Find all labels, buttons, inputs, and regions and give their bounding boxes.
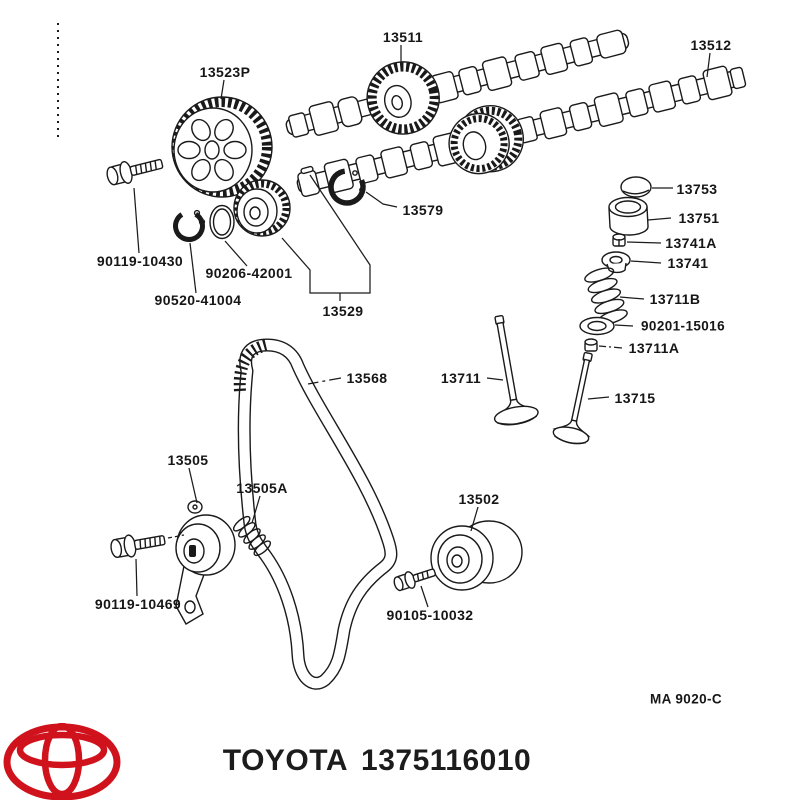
- tensioner-spring-drawing: [232, 515, 272, 557]
- footer-title: TOYOTA 1375116010: [223, 744, 531, 778]
- timing-belt-drawing: [233, 338, 398, 690]
- camshaft-no1-drawing: [285, 29, 630, 138]
- valve-spring-drawing: [584, 267, 628, 325]
- gear-o-ring-drawing: [209, 204, 235, 240]
- part-label-90105-10032: 90105-10032: [386, 607, 474, 623]
- brand-name: TOYOTA: [222, 744, 349, 777]
- part-label-13579: 13579: [402, 202, 444, 218]
- valve-lifter-drawing: [608, 196, 649, 236]
- gear-bolt-drawing: [106, 158, 164, 186]
- part-label-13711b: 13711B: [649, 291, 701, 307]
- idler-bolt-drawing: [393, 568, 436, 592]
- part-label-13711a: 13711A: [628, 340, 680, 356]
- part-label-90520-41004: 90520-41004: [154, 292, 242, 308]
- part-label-13741: 13741: [667, 255, 709, 271]
- logo-horizontal-oval: [16, 731, 108, 769]
- intake-valve-drawing: [493, 314, 539, 426]
- gear-pin-drawing: [300, 165, 314, 175]
- drawing-code-label: MA 9020-C: [649, 691, 723, 707]
- stem-seal-drawing: [584, 338, 598, 352]
- camshaft-sub-gear-drawing: [233, 165, 314, 237]
- camshaft-snap-ring-drawing: [328, 168, 366, 206]
- part-label-13715: 13715: [614, 390, 656, 406]
- toyota-logo: [3, 723, 121, 800]
- exhaust-valve-drawing: [552, 351, 593, 445]
- part-label-13753: 13753: [676, 181, 718, 197]
- leader-lines: [133, 45, 711, 608]
- spring-retainer-drawing: [601, 251, 631, 274]
- camshaft-no2-drawing: [296, 65, 747, 198]
- belt-teeth: [233, 339, 269, 392]
- part-label-13529: 13529: [322, 303, 364, 319]
- retainer-lock-drawing: [612, 233, 626, 247]
- idler-pulley-drawing: [430, 520, 523, 591]
- valve-shim-drawing: [620, 176, 652, 198]
- gear-snap-ring-drawing: [173, 209, 206, 242]
- part-label-13511: 13511: [382, 29, 424, 45]
- part-label-90119-10430: 90119-10430: [96, 253, 184, 269]
- part-label-90119-10469: 90119-10469: [94, 596, 182, 612]
- part-label-13502: 13502: [458, 491, 500, 507]
- part-label-13741a: 13741A: [665, 235, 717, 251]
- main-part-number: 1375116010: [361, 744, 532, 777]
- part-label-13711: 13711: [440, 370, 482, 386]
- part-label-13751: 13751: [678, 210, 720, 226]
- part-label-13523p: 13523P: [199, 64, 251, 80]
- cam-timing-gear-drawing: [171, 96, 273, 198]
- part-label-13505a: 13505A: [236, 480, 288, 496]
- part-label-13512: 13512: [690, 37, 732, 53]
- part-label-90206-42001: 90206-42001: [205, 265, 293, 281]
- part-label-13568: 13568: [346, 370, 388, 386]
- logo-vertical-oval: [41, 723, 83, 798]
- part-label-90201-15016: 90201-15016: [641, 318, 725, 334]
- spring-seat-drawing: [579, 316, 615, 336]
- tensioner-bolt-drawing: [110, 534, 166, 559]
- part-label-13505: 13505: [167, 452, 209, 468]
- belt-tensioner-drawing: [175, 500, 236, 625]
